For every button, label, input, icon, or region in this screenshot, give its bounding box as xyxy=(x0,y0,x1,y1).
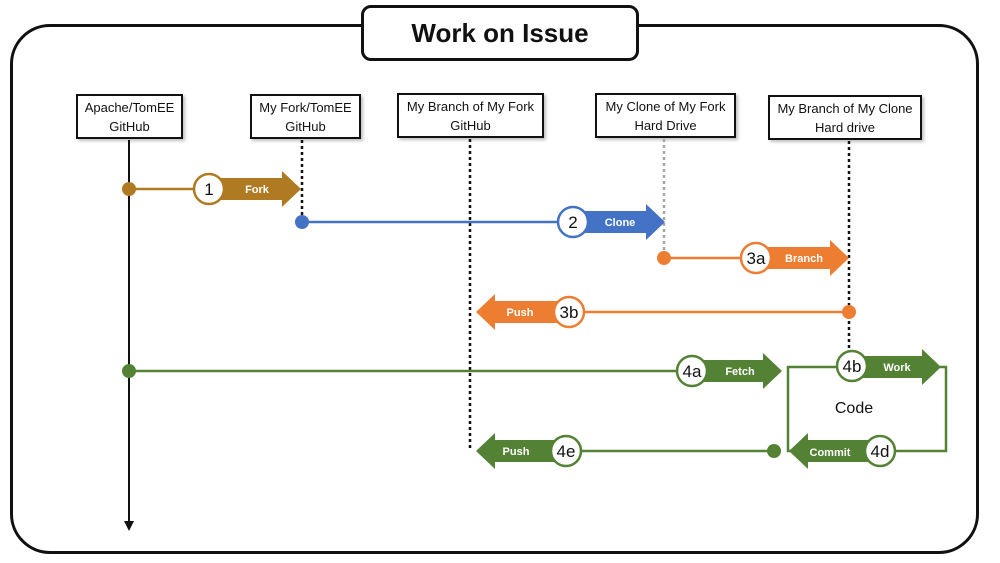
step-badge-4b xyxy=(835,349,869,383)
lane-my-branch-of-fork-github: My Branch of My Fork GitHub xyxy=(397,93,544,138)
step-push-fork: 4e Push xyxy=(476,433,781,469)
step-fork: 1 Fork xyxy=(122,171,301,207)
step-number-1: 1 xyxy=(204,180,213,199)
step-label-branch: Branch xyxy=(785,253,823,265)
diagram-title: Work on Issue xyxy=(361,5,639,61)
step-label-work: Work xyxy=(883,362,911,374)
lane-label-line1: My Branch of My Clone xyxy=(777,100,913,116)
step-number-4b: 4b xyxy=(843,357,862,376)
lane-my-clone-hard-drive: My Clone of My Fork Hard Drive xyxy=(595,93,736,138)
fork-start-dot xyxy=(122,182,136,196)
step-clone: 2 Clone xyxy=(295,204,665,240)
fetch-start-dot xyxy=(122,364,136,378)
step-number-2: 2 xyxy=(568,213,577,232)
step-number-3b: 3b xyxy=(560,303,579,322)
lane-label-line1: My Branch of My Fork xyxy=(406,98,535,114)
branch-start-dot xyxy=(657,251,671,265)
step-label-push: Push xyxy=(507,307,534,319)
step-badge-4e xyxy=(549,434,583,468)
step-label-push-fork: Push xyxy=(503,446,530,458)
push-branch-start-dot xyxy=(842,305,856,319)
lane-label-line1: My Fork/TomEE xyxy=(259,99,352,115)
step-label-fork: Fork xyxy=(245,184,270,196)
fork-arrow xyxy=(210,171,301,207)
fetch-arrow xyxy=(692,353,782,389)
lifeline-arrowhead xyxy=(124,521,134,531)
step-push-branch: 3b Push xyxy=(476,294,856,330)
step-number-4d: 4d xyxy=(871,442,890,461)
step-number-4a: 4a xyxy=(683,362,702,381)
branch-arrow xyxy=(757,240,849,276)
lane-label-line2: Hard drive xyxy=(815,119,875,135)
clone-start-dot xyxy=(295,215,309,229)
lane-apache-tomee-github: Apache/TomEE GitHub xyxy=(76,94,183,139)
step-badge-1 xyxy=(192,172,226,206)
code-label: Code xyxy=(835,400,873,417)
step-branch: 3a Branch xyxy=(657,240,849,276)
work-loop-right-line xyxy=(895,365,948,453)
step-badge-4d xyxy=(863,434,897,468)
diagram-title-text: Work on Issue xyxy=(411,17,589,48)
step-fetch: 4a Fetch xyxy=(122,353,782,389)
step-badge-2 xyxy=(556,205,590,239)
lane-my-fork-github: My Fork/TomEE GitHub xyxy=(250,94,361,139)
clone-arrow xyxy=(573,204,665,240)
lane-label-line1: My Clone of My Fork xyxy=(605,98,726,114)
lane-label-line2: GitHub xyxy=(109,118,150,134)
work-commit-loop: 4b Work Code 4d Commit xyxy=(786,349,948,469)
lane-label-line2: GitHub xyxy=(450,117,491,133)
step-number-4e: 4e xyxy=(557,442,576,461)
lane-label-line2: Hard Drive xyxy=(634,117,697,133)
work-arrow xyxy=(852,349,941,385)
step-label-fetch: Fetch xyxy=(725,366,755,378)
step-label-clone: Clone xyxy=(605,217,636,229)
commit-arrow xyxy=(789,433,880,469)
step-number-3a: 3a xyxy=(747,249,766,268)
step-badge-3a xyxy=(739,241,773,275)
step-badge-4a xyxy=(675,354,709,388)
lane-my-branch-of-clone-hard-drive: My Branch of My Clone Hard drive xyxy=(768,95,922,140)
push-branch-arrow xyxy=(476,294,568,330)
step-badge-3b xyxy=(552,295,586,329)
step-label-commit: Commit xyxy=(810,447,851,459)
lane-label-line2: GitHub xyxy=(285,118,326,134)
push-fork-arrow xyxy=(476,433,566,469)
push-fork-start-dot xyxy=(767,444,781,458)
lane-label-line1: Apache/TomEE xyxy=(84,99,175,115)
